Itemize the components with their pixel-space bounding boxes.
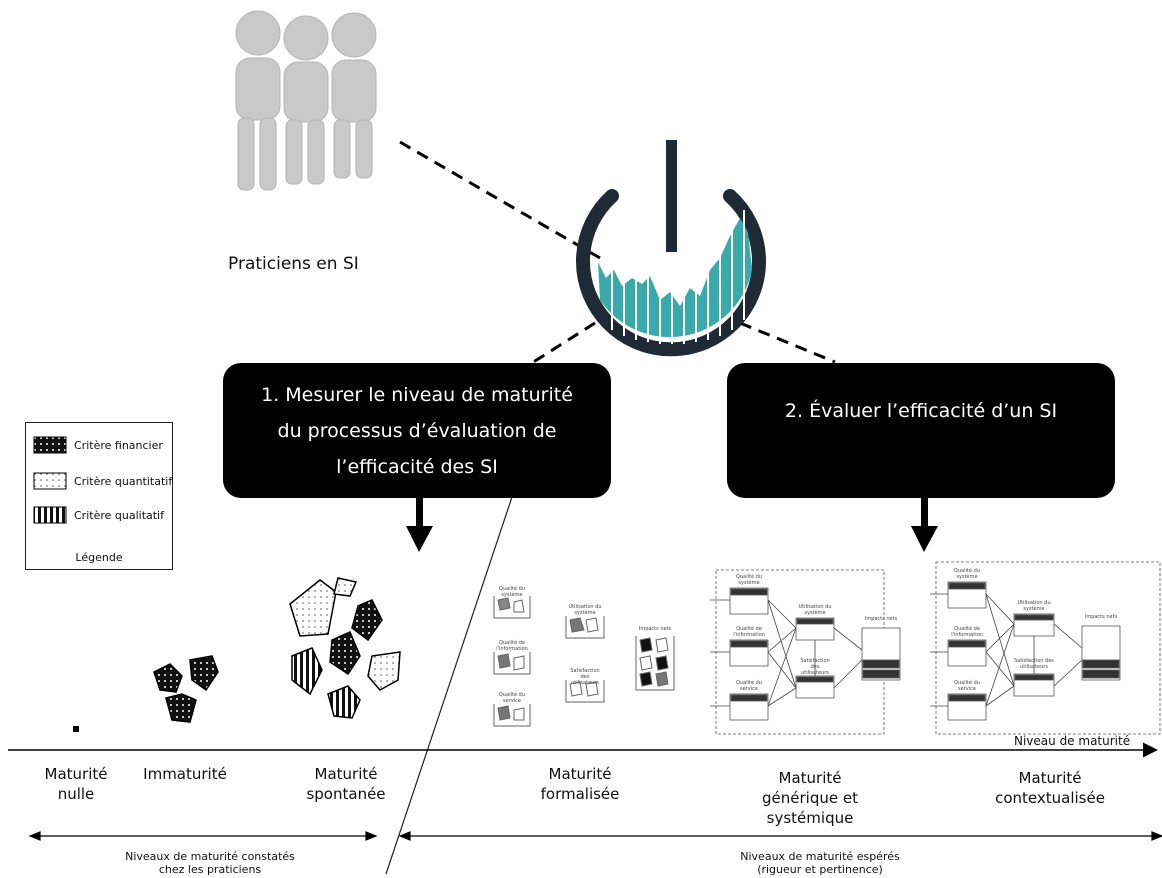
mini-label: Qualité du système	[736, 574, 762, 586]
measure-box-line-1: 1. Mesurer le niveau de maturité	[261, 383, 573, 406]
mini-label: Utilisation du système	[1017, 600, 1051, 612]
measure-box-line-2: du processus d’évaluation de	[277, 419, 557, 442]
level-immaturity: Immaturité	[130, 764, 240, 784]
note-line: Niveaux de maturité constatés	[125, 850, 295, 863]
level-line: Maturité	[314, 765, 378, 783]
level-line: Maturité	[44, 765, 108, 783]
level-line: spontanée	[306, 785, 386, 803]
level-spontaneous: Maturité spontanée	[286, 764, 406, 804]
power-gauge-icon	[576, 140, 766, 357]
observed-range-arrow	[28, 831, 378, 841]
level-line: Maturité	[778, 769, 842, 787]
evaluate-efficiency-box: 2. Évaluer l’efficacité d’un SI	[727, 363, 1115, 498]
level-line: formalisée	[540, 785, 620, 803]
note-line: Niveaux de maturité espérés	[740, 850, 900, 863]
quantitative-swatch-icon	[33, 472, 67, 490]
mini-label: Satisfaction des utilisateurs	[800, 658, 830, 676]
mini-label: Qualité du service	[499, 692, 525, 704]
note-line: (rigueur et pertinence)	[757, 863, 883, 876]
down-arrow-icon	[406, 498, 433, 552]
legend-label: Critère financier	[74, 438, 163, 452]
mini-label: Qualité de l'information	[496, 640, 528, 652]
mini-label: Qualité du service	[954, 680, 980, 692]
mini-label: Satisfaction des utilisateurs	[570, 668, 600, 686]
mini-label: Utilisation du système	[568, 604, 602, 616]
level-generic-systemic: Maturité générique et systémique	[745, 768, 875, 828]
hoped-levels-note: Niveaux de maturité espérés (rigueur et …	[700, 850, 940, 876]
spontaneous-maturity-blobs	[289, 577, 401, 719]
level-line: Maturité	[548, 765, 612, 783]
down-arrow-icon	[911, 498, 938, 552]
evaluate-box-text: 2. Évaluer l’efficacité d’un SI	[784, 399, 1058, 422]
level-line: Maturité	[1018, 769, 1082, 787]
axis-label: Niveau de maturité	[1014, 734, 1131, 748]
formalized-maturity-model	[493, 596, 675, 727]
financial-swatch-icon	[33, 436, 67, 454]
hoped-range-arrow	[398, 831, 1162, 841]
measure-box-line-3: l’efficacité des SI	[336, 455, 498, 478]
legend-item-qualitative: Critère qualitatif	[32, 505, 164, 525]
mini-label: Qualité de l'information	[951, 626, 983, 638]
immaturity-blobs	[153, 655, 219, 723]
level-line: générique et	[762, 789, 858, 807]
dashed-connector-right	[739, 321, 836, 364]
legend-label: Critère qualitatif	[74, 508, 164, 522]
legend-item-financial: Critère financier	[32, 435, 163, 455]
level-formalized: Maturité formalisée	[520, 764, 640, 804]
separator-line	[385, 496, 513, 875]
mini-label: Qualité du service	[736, 680, 762, 692]
contextual-model	[930, 561, 1161, 735]
observed-levels-note: Niveaux de maturité constatés chez les p…	[90, 850, 330, 876]
level-contextual: Maturité contextualisée	[985, 768, 1115, 808]
level-line: contextualisée	[995, 789, 1105, 807]
generic-systemic-model	[710, 569, 901, 735]
level-line: systémique	[766, 809, 854, 827]
level-line: Immaturité	[143, 765, 227, 783]
legend-label: Critère quantitatif	[74, 474, 173, 488]
mini-label: Impacts nets	[1084, 614, 1118, 620]
mini-label: Impacts nets	[638, 626, 672, 632]
practitioners-label: Praticiens en SI	[228, 254, 359, 274]
null-maturity-dot	[73, 726, 79, 732]
note-line: chez les praticiens	[158, 863, 262, 876]
measure-maturity-box: 1. Mesurer le niveau de maturité du proc…	[223, 363, 611, 498]
mini-label: Utilisation du système	[798, 604, 832, 616]
mini-label: Qualité du système	[499, 586, 525, 598]
dashed-connector-practitioners	[399, 140, 601, 260]
legend: Critère financier Critère quantitatif Cr…	[25, 422, 173, 570]
mini-label: Impacts nets	[864, 616, 898, 622]
level-null: Maturité nulle	[26, 764, 126, 804]
practitioners-figure-icon	[235, 10, 377, 191]
legend-item-quantitative: Critère quantitatif	[32, 471, 172, 491]
legend-title: Légende	[75, 551, 123, 564]
level-line: nulle	[57, 785, 95, 803]
qualitative-swatch-icon	[33, 506, 67, 524]
mini-label: Satisfaction des utilisateurs	[1014, 658, 1054, 670]
mini-label: Qualité du système	[954, 568, 980, 580]
mini-label: Qualité de l'information	[733, 626, 765, 638]
